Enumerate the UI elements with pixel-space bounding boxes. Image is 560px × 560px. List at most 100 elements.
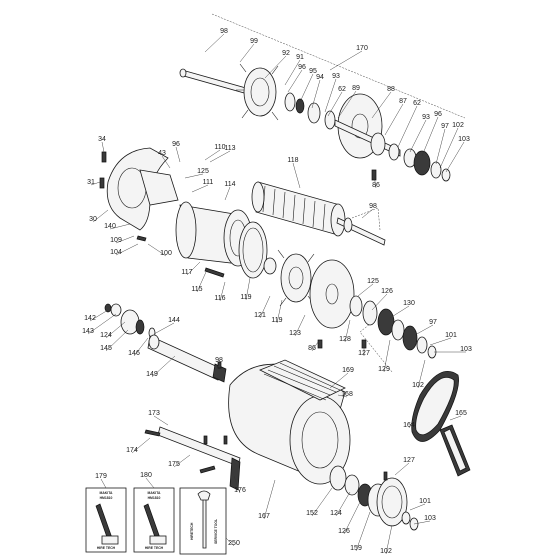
leader-line: [394, 462, 410, 476]
part-number-label: 113: [224, 145, 235, 152]
part-number-label: 102: [452, 122, 464, 129]
part-number-label: 174: [126, 447, 138, 454]
leader-line: [357, 283, 374, 297]
part-number-label: 169: [342, 367, 354, 374]
top-shaft-assembly: [179, 63, 451, 182]
leader-line: [292, 162, 301, 189]
service-tool-line-2: SERVICE TOOL: [214, 519, 218, 544]
group-bracket-170: [211, 13, 466, 119]
leader-line: [299, 73, 314, 103]
part-number-label: 118: [287, 157, 298, 164]
part-number-label: 103: [458, 136, 470, 143]
drive-belts: [411, 371, 471, 477]
leader-line: [385, 524, 393, 555]
instruction-sheet-180: MAKITA HM1810 HIRE TECH: [133, 487, 175, 553]
sheet-180-line-2: HM1810: [148, 496, 161, 500]
leader-line: [361, 208, 374, 219]
part-number-label: 165: [455, 410, 467, 417]
leader-line: [105, 321, 126, 339]
part-number-label: 159: [350, 545, 362, 552]
part-number-label: 98: [215, 357, 223, 364]
leader-line: [89, 309, 109, 322]
part-number-label: 43: [158, 150, 166, 157]
leader-line: [355, 511, 371, 552]
part-number-label: 125: [367, 278, 379, 285]
part-number-label: 115: [191, 286, 202, 293]
part-number-label: 126: [338, 528, 350, 535]
part-number-label: 93: [332, 73, 340, 80]
leader-line: [186, 261, 201, 276]
leader-line: [224, 186, 231, 201]
part-number-label: 103: [460, 346, 472, 353]
leader-line: [161, 155, 171, 169]
part-number-label: 126: [381, 288, 393, 295]
part-number-label: 116: [214, 295, 225, 302]
part-number-label: 104: [110, 249, 122, 256]
group-bracket-98: [351, 207, 381, 231]
part-number-label: 250: [228, 540, 240, 547]
part-number-label: 119: [240, 294, 251, 301]
leader-line: [175, 146, 181, 163]
part-number-label: 93: [422, 114, 430, 121]
leader-line: [397, 105, 418, 148]
leader-line: [429, 337, 452, 346]
part-number-label: 98: [220, 28, 228, 35]
leader-line: [343, 501, 361, 535]
motor-housing-assembly: [99, 147, 268, 279]
part-number-label: 176: [234, 487, 246, 494]
leader-line: [90, 181, 101, 186]
leader-line: [87, 313, 117, 335]
part-number-label: 180: [140, 472, 152, 479]
leader-line: [371, 293, 388, 311]
part-number-label: 152: [306, 510, 318, 517]
leader-line: [335, 491, 351, 517]
leader-line: [259, 295, 271, 319]
leader-line: [153, 322, 175, 335]
leader-line: [153, 415, 169, 426]
sheet-179-line-3: HIRE TECH: [97, 546, 116, 550]
leader-line: [371, 91, 392, 119]
part-number-label: 94: [316, 74, 324, 81]
leader-line: [276, 299, 283, 324]
service-tool-line-1: HIRETECH: [190, 522, 194, 540]
leader-line: [204, 149, 221, 161]
leader-line: [409, 119, 427, 153]
leader-line: [115, 235, 135, 244]
sheet-179-line-2: HM1810: [100, 496, 113, 500]
part-number-label: 97: [441, 123, 449, 130]
leader-line: [449, 415, 462, 421]
leader-line: [133, 337, 149, 357]
part-number-label: 102: [380, 548, 392, 555]
part-number-label: 109: [110, 237, 122, 244]
leader-line: [151, 355, 176, 378]
leader-line: [327, 91, 343, 117]
leader-line: [284, 59, 301, 86]
part-number-label: 127: [403, 457, 415, 464]
leader-line: [191, 184, 209, 193]
leader-line: [145, 477, 155, 489]
leader-line: [131, 437, 151, 454]
leader-line: [109, 223, 131, 230]
part-number-label: 92: [282, 50, 290, 57]
service-tool-250: HIRETECH SERVICE TOOL: [179, 487, 227, 555]
leader-line: [409, 503, 426, 511]
leader-line: [383, 339, 391, 373]
part-number-label: 124: [330, 510, 342, 517]
part-number-label: 34: [98, 136, 106, 143]
leader-line: [373, 174, 377, 189]
part-number-label: 145: [100, 345, 112, 352]
part-number-label: 100: [160, 250, 172, 257]
part-number-label: 125: [197, 168, 209, 175]
part-number-label: 149: [146, 371, 158, 378]
part-number-label: 96: [434, 111, 442, 118]
leader-line: [421, 116, 439, 157]
part-number-label: 62: [413, 100, 421, 107]
leader-line: [264, 55, 287, 79]
part-number-label: 129: [378, 366, 390, 373]
part-number-label: 86: [372, 182, 380, 189]
leader-line: [105, 329, 129, 352]
part-number-label: 86: [308, 345, 316, 352]
leader-line: [337, 90, 357, 119]
part-number-label: 95: [309, 68, 317, 75]
